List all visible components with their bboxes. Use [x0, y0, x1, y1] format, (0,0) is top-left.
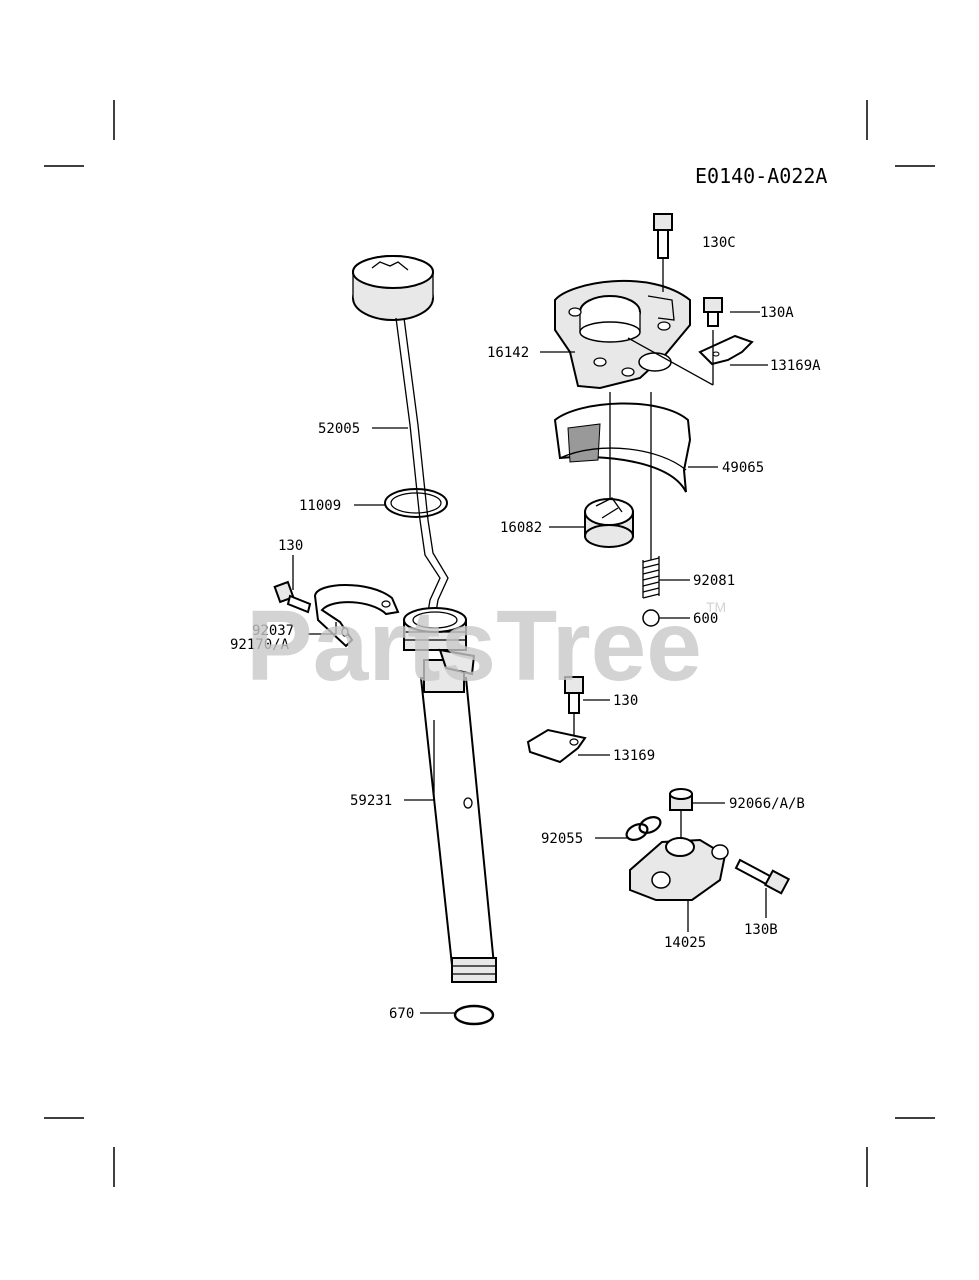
crop-marks: [44, 100, 935, 1187]
oil-cap-dipstick[interactable]: [352, 255, 449, 625]
o-ring-11009[interactable]: [384, 488, 448, 518]
label-670[interactable]: 670: [389, 1006, 414, 1022]
label-130-mid[interactable]: 130: [613, 693, 638, 709]
label-13169A[interactable]: 13169A: [770, 358, 821, 374]
block-14025[interactable]: [629, 837, 729, 901]
o-rings-92055[interactable]: [624, 814, 663, 843]
oil-filler-tube[interactable]: [403, 607, 497, 983]
bolt-130A[interactable]: [703, 297, 723, 327]
watermark-text: PartsTree: [246, 590, 702, 702]
plate-13169[interactable]: [526, 728, 587, 764]
bolt-130B[interactable]: [734, 858, 791, 895]
label-13169[interactable]: 13169: [613, 748, 655, 764]
bolt-130-mid[interactable]: [564, 676, 584, 738]
element-49065[interactable]: [553, 402, 692, 493]
assembly-lines: [609, 330, 714, 560]
label-11009[interactable]: 11009: [299, 498, 341, 514]
label-52005[interactable]: 52005: [318, 421, 360, 437]
label-59231[interactable]: 59231: [350, 793, 392, 809]
rotor-16082[interactable]: [584, 497, 634, 548]
label-92081[interactable]: 92081: [693, 573, 735, 589]
label-49065[interactable]: 49065: [722, 460, 764, 476]
leader-lines: [292, 311, 768, 1014]
label-92037[interactable]: 92037: [252, 623, 294, 639]
watermark-tm: TM: [706, 599, 726, 615]
part-labels: 130C 130A 16142 13169A 52005 49065 11009…: [230, 235, 821, 1022]
label-16082[interactable]: 16082: [500, 520, 542, 536]
bolt-130C[interactable]: [653, 213, 673, 292]
diagram-code: E0140-A022A: [695, 164, 827, 188]
label-600[interactable]: 600: [693, 611, 718, 627]
bolt-130-left[interactable]: [273, 580, 312, 614]
breather-cover-16142[interactable]: [554, 279, 691, 390]
label-130B[interactable]: 130B: [744, 922, 778, 938]
label-16142[interactable]: 16142: [487, 345, 529, 361]
o-ring-670[interactable]: [453, 1004, 495, 1026]
label-92055[interactable]: 92055: [541, 831, 583, 847]
label-92170A[interactable]: 92170/A: [230, 637, 290, 653]
label-130-left[interactable]: 130: [278, 538, 303, 554]
watermark: PartsTree TM: [246, 590, 726, 702]
label-14025[interactable]: 14025: [664, 935, 706, 951]
plug-92066[interactable]: [669, 788, 693, 838]
label-130A[interactable]: 130A: [760, 305, 794, 321]
label-130C[interactable]: 130C: [702, 235, 736, 251]
plate-13169A[interactable]: [698, 334, 754, 366]
label-92066[interactable]: 92066/A/B: [729, 796, 805, 812]
spring-92081[interactable]: [642, 556, 660, 599]
